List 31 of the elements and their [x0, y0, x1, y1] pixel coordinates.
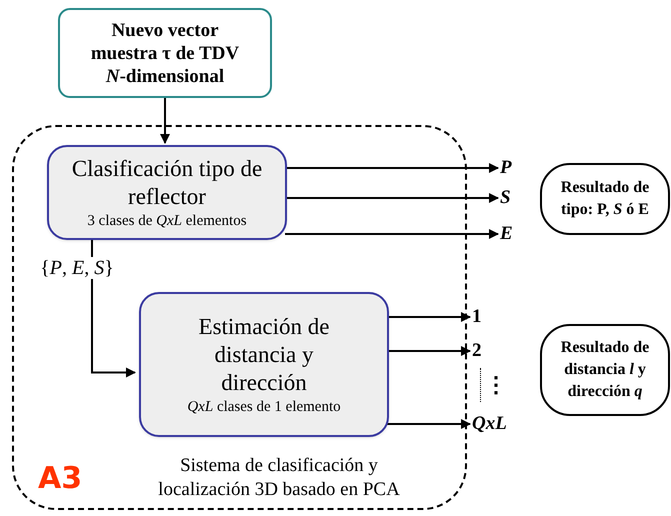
edge-label: {P, E, S}	[39, 257, 115, 279]
output-label: QxL	[472, 413, 507, 435]
arrow	[387, 346, 471, 356]
output-label: E	[500, 223, 513, 245]
result-box	[540, 324, 670, 416]
result-text: Resultado de distancia l y dirección q	[560, 338, 650, 402]
input-box	[58, 8, 272, 98]
output-label: 2	[472, 340, 482, 362]
result-box	[540, 163, 670, 235]
output-label: 1	[472, 306, 482, 328]
output-label: P	[500, 157, 512, 179]
ellipsis-mark: ⋮	[480, 368, 507, 402]
arrow	[387, 312, 471, 322]
arrow	[285, 163, 499, 173]
process-box	[139, 292, 389, 437]
dashed-region	[12, 125, 467, 510]
output-label: S	[500, 187, 511, 209]
panel-tag: A3	[38, 462, 82, 496]
arrow	[285, 193, 499, 203]
arrow	[285, 229, 499, 239]
process-box	[47, 145, 287, 240]
arrow	[91, 238, 136, 378]
process-title: Estimación de distancia y dirección	[198, 312, 330, 396]
arrow	[387, 419, 471, 429]
result-text: Resultado de tipo: P, S ó E	[560, 178, 650, 220]
process-title: Clasificación tipo de reflector	[70, 154, 264, 210]
box-text: Nuevo vector muestra τ de TDV N-dimensional	[90, 18, 240, 88]
process-subtitle: 3 clases de QxL elementos	[87, 212, 247, 230]
arrow	[160, 98, 170, 144]
process-subtitle: QxL clases de 1 elemento	[187, 398, 341, 416]
region-caption: Sistema de clasificación y localización 3D basado en PCA	[157, 454, 401, 502]
